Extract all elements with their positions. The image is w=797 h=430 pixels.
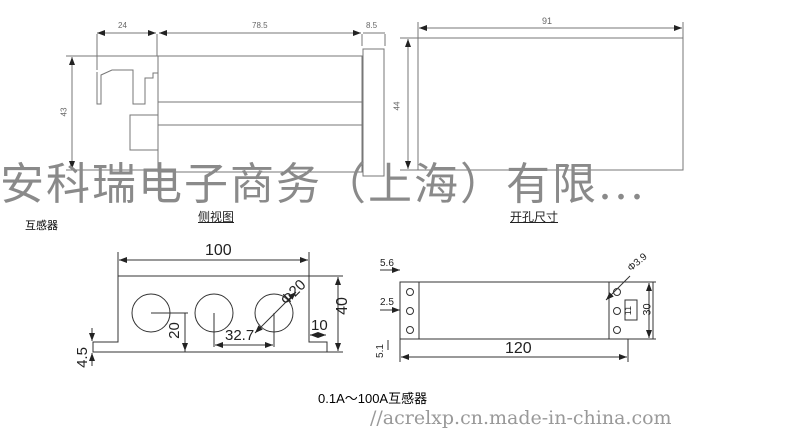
dim-ct-height: 40 [333,297,351,315]
cutout-label: 开孔尺寸 [510,210,559,224]
dim-c: 5.1 [374,344,386,358]
dim-foot: 10 [311,317,328,334]
dim-cutout-height: 44 [392,101,402,111]
dim-cutout-width: 91 [542,16,553,26]
dim-top-width: 30 [641,303,654,316]
dim-top-length: 120 [505,340,532,357]
cutout-view [400,22,684,171]
dim-b: 2.5 [380,297,394,308]
dim-connector: 24 [118,21,127,30]
ct-top-view [380,267,656,362]
watermark-url: //acrelxp.cn.made-in-china.com [370,407,672,429]
dim-hole-height: 20 [165,322,183,339]
side-view [66,30,386,177]
dim-height: 43 [59,107,69,117]
watermark-company: 安科瑞电子商务（上海）有限... [0,159,646,210]
caption: 0.1A～100A互感器 [318,391,428,406]
dim-body: 78.5 [252,21,268,30]
ct-front-view [89,252,343,366]
dim-a: 5.6 [380,258,394,269]
dim-panel: 8.5 [366,21,378,30]
dim-hole-pitch: 32.7 [225,327,255,344]
dim-slot: 11 [623,305,634,316]
dim-base: 4.5 [73,347,91,368]
side-view-label: 侧视图 [198,210,235,224]
dim-ct-width: 100 [205,242,232,259]
section-label: 互感器 [25,220,58,232]
